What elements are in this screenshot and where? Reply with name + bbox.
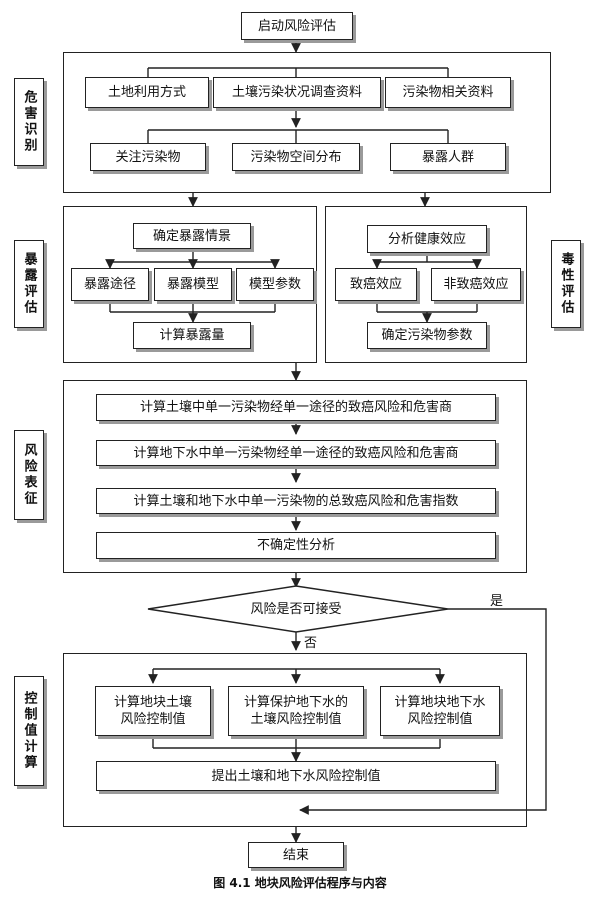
decision-label: 风险是否可接受 bbox=[250, 601, 342, 617]
pollutant-data-box: 污染物相关资料 bbox=[385, 77, 511, 108]
decision-yes-label: 是 bbox=[490, 594, 504, 609]
decision-diamond bbox=[147, 585, 449, 633]
risk-section-label: 风险表征 bbox=[14, 430, 44, 520]
control-section-label: 控制值计算 bbox=[14, 676, 44, 786]
control-group bbox=[63, 653, 527, 827]
carcinogenic-box: 致癌效应 bbox=[335, 268, 417, 301]
propose-control-value-box: 提出土壤和地下水风险控制值 bbox=[96, 761, 496, 791]
soil-survey-box: 土壤污染状况调查资料 bbox=[213, 77, 381, 108]
exposure-group bbox=[63, 206, 317, 363]
risk-group bbox=[63, 380, 527, 573]
toxicity-group bbox=[325, 206, 527, 363]
toxicity-section-label: 毒性评估 bbox=[551, 240, 581, 328]
exposure-model-box: 暴露模型 bbox=[154, 268, 232, 301]
uncertainty-analysis-box: 不确定性分析 bbox=[96, 532, 496, 559]
decision-no-label: 否 bbox=[304, 636, 318, 651]
risk-step-soil: 计算土壤中单一污染物经单一途径的致癌风险和危害商 bbox=[96, 394, 496, 421]
model-parameter-box: 模型参数 bbox=[236, 268, 314, 301]
soil-control-value-box: 计算地块土壤 风险控制值 bbox=[95, 686, 211, 736]
end-node: 结束 bbox=[248, 842, 344, 868]
pollutant-parameter-box: 确定污染物参数 bbox=[367, 322, 487, 349]
start-node: 启动风险评估 bbox=[241, 12, 353, 40]
hazard-group bbox=[63, 52, 551, 193]
groundwater-control-value-box: 计算地块地下水 风险控制值 bbox=[380, 686, 500, 736]
arrow-yes-path bbox=[299, 608, 547, 815]
land-use-box: 土地利用方式 bbox=[85, 77, 209, 108]
target-pollutant-box: 关注污染物 bbox=[90, 143, 206, 171]
risk-step-groundwater: 计算地下水中单一污染物经单一途径的致癌风险和危害商 bbox=[96, 440, 496, 466]
non-carcinogenic-box: 非致癌效应 bbox=[431, 268, 521, 301]
figure-caption: 图 4.1 地块风险评估程序与内容 bbox=[213, 876, 387, 890]
groundwater-protection-box: 计算保护地下水的 土壤风险控制值 bbox=[228, 686, 364, 736]
exposure-pathway-box: 暴露途径 bbox=[71, 268, 149, 301]
health-effect-box: 分析健康效应 bbox=[367, 225, 487, 253]
risk-step-total: 计算土壤和地下水中单一污染物的总致癌风险和危害指数 bbox=[96, 488, 496, 514]
exposure-scenario-box: 确定暴露情景 bbox=[133, 223, 251, 249]
hazard-section-label: 危害识别 bbox=[14, 78, 44, 166]
exposed-population-box: 暴露人群 bbox=[390, 143, 506, 171]
pollutant-distribution-box: 污染物空间分布 bbox=[232, 143, 360, 171]
exposure-section-label: 暴露评估 bbox=[14, 240, 44, 328]
exposure-dose-box: 计算暴露量 bbox=[133, 322, 251, 349]
